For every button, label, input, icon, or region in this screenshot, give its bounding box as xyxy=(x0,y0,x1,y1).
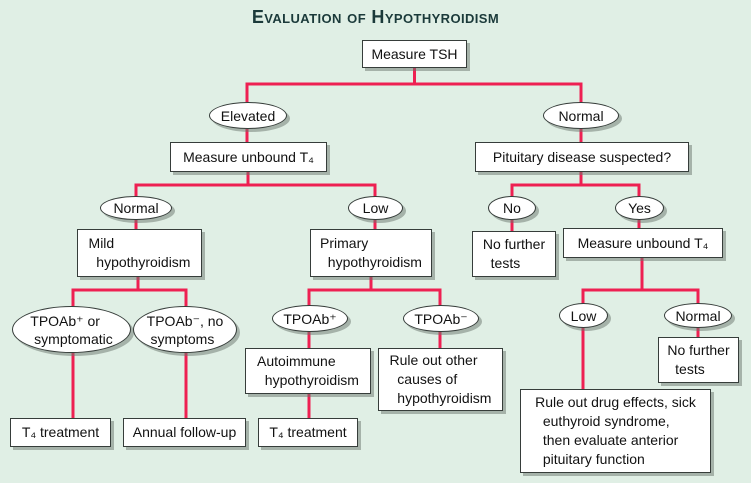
decision-elevated: Elevated xyxy=(209,102,287,129)
decision-low-mid: Low xyxy=(348,196,403,220)
node-rule-out-other-causes: Rule out other causes of hypothyroidism xyxy=(378,348,503,411)
node-annual-follow-up: Annual follow-up xyxy=(123,418,246,447)
node-measure-unbound-t4-left: Measure unbound T₄ xyxy=(170,142,327,172)
decision-normal-mid: Normal xyxy=(100,196,172,220)
decision-tpoab-negative: TPOAb⁻ xyxy=(403,305,479,332)
decision-normal-top: Normal xyxy=(543,102,619,129)
node-measure-tsh: Measure TSH xyxy=(362,40,467,68)
decision-tpoab-positive-or-symptomatic: TPOAb⁺ or symptomatic xyxy=(12,306,131,353)
node-measure-unbound-t4-right: Measure unbound T₄ xyxy=(563,228,723,258)
node-primary-hypothyroidism: Primary hypothyroidism xyxy=(310,229,432,277)
decision-tpoab-positive: TPOAb⁺ xyxy=(272,305,348,332)
node-t4-treatment-mid: T₄ treatment xyxy=(258,418,358,447)
decision-yes: Yes xyxy=(615,196,664,220)
decision-normal-right: Normal xyxy=(664,303,732,328)
node-t4-treatment-left: T₄ treatment xyxy=(10,418,111,447)
node-mild-hypothyroidism: Mild hypothyroidism xyxy=(77,229,202,277)
decision-low-right: Low xyxy=(559,303,608,328)
decision-no: No xyxy=(488,196,536,220)
node-no-further-tests-left: No further tests xyxy=(472,231,556,277)
node-pituitary-disease-suspected: Pituitary disease suspected? xyxy=(475,142,689,172)
node-no-further-tests-right: No further tests xyxy=(658,337,739,383)
figure-title: Evaluation of Hypothyroidism xyxy=(251,7,500,27)
node-rule-out-drug-effects: Rule out drug effects, sick euthyroid sy… xyxy=(520,389,711,473)
decision-tpoab-negative-no-symptoms: TPOAb⁻, no symptoms xyxy=(133,306,237,353)
node-autoimmune-hypothyroidism: Autoimmune hypothyroidism xyxy=(245,348,371,394)
